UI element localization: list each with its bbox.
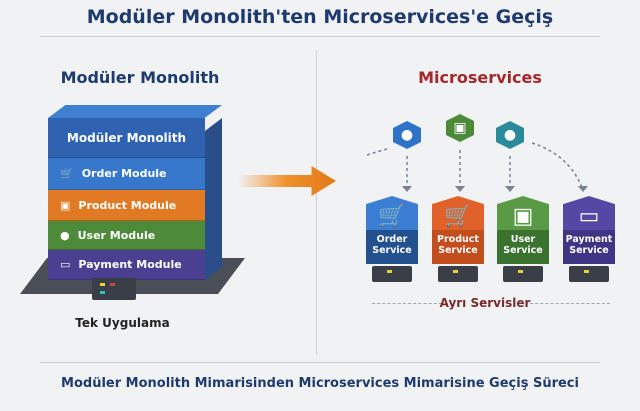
title-divider xyxy=(40,36,600,37)
service-label: Payment xyxy=(565,234,613,245)
section-divider xyxy=(316,50,317,355)
layer-label: Product Module xyxy=(78,198,177,212)
layer-monolith: Modüler Monolith xyxy=(48,118,205,158)
server-icon xyxy=(372,266,412,282)
stack-side xyxy=(205,118,222,280)
cart-icon: 🛒 xyxy=(444,204,472,229)
box-hex-icon: ▣ xyxy=(446,114,474,142)
layer-product-module: ▣ Product Module xyxy=(48,190,205,221)
monolith-heading: Modüler Monolith xyxy=(60,68,220,87)
layer-user-module: ● User Module xyxy=(48,221,205,250)
credit-card-icon: ▭ xyxy=(578,204,600,229)
microservices-heading: Microservices xyxy=(418,68,542,87)
service-label: Service xyxy=(503,245,543,256)
service-label: User xyxy=(510,234,536,245)
dashed-line xyxy=(372,303,442,304)
user-icon: ● xyxy=(60,228,70,242)
cart-icon: 🛒 xyxy=(378,204,406,229)
layer-payment-module: ▭ Payment Module xyxy=(48,250,205,280)
service-label: Service xyxy=(372,245,412,256)
layer-order-module: 🛒 Order Module xyxy=(48,158,205,190)
box-icon: ▣ xyxy=(512,204,534,229)
cart-icon: 🛒 xyxy=(60,167,74,180)
dashed-line xyxy=(530,303,610,304)
footer-caption: Modüler Monolith Mimarisinden Microservi… xyxy=(61,376,579,391)
service-label: Order xyxy=(376,234,408,245)
transition-arrow-icon xyxy=(238,166,336,196)
server-icon xyxy=(438,266,478,282)
footer-divider xyxy=(40,362,600,363)
box-icon: ▣ xyxy=(60,198,71,212)
connection-arrows xyxy=(366,142,588,192)
layer-label: Modüler Monolith xyxy=(66,130,187,145)
services-caption: Ayrı Servisler xyxy=(439,296,531,310)
credit-card-icon: ▭ xyxy=(60,258,71,271)
service-label: Service xyxy=(438,245,478,256)
service-label: Product xyxy=(437,234,479,245)
stack-top xyxy=(48,105,222,118)
monolith-caption: Tek Uygulama xyxy=(75,316,170,330)
server-icon xyxy=(503,266,543,282)
server-icon xyxy=(569,266,609,282)
server-icon xyxy=(92,278,136,300)
layer-label: Order Module xyxy=(81,167,167,180)
layer-label: User Module xyxy=(77,228,156,242)
service-label: Service xyxy=(569,245,609,256)
layer-label: Payment Module xyxy=(78,258,182,271)
page-title: Modüler Monolith'ten Microservices'e Geç… xyxy=(86,6,554,28)
